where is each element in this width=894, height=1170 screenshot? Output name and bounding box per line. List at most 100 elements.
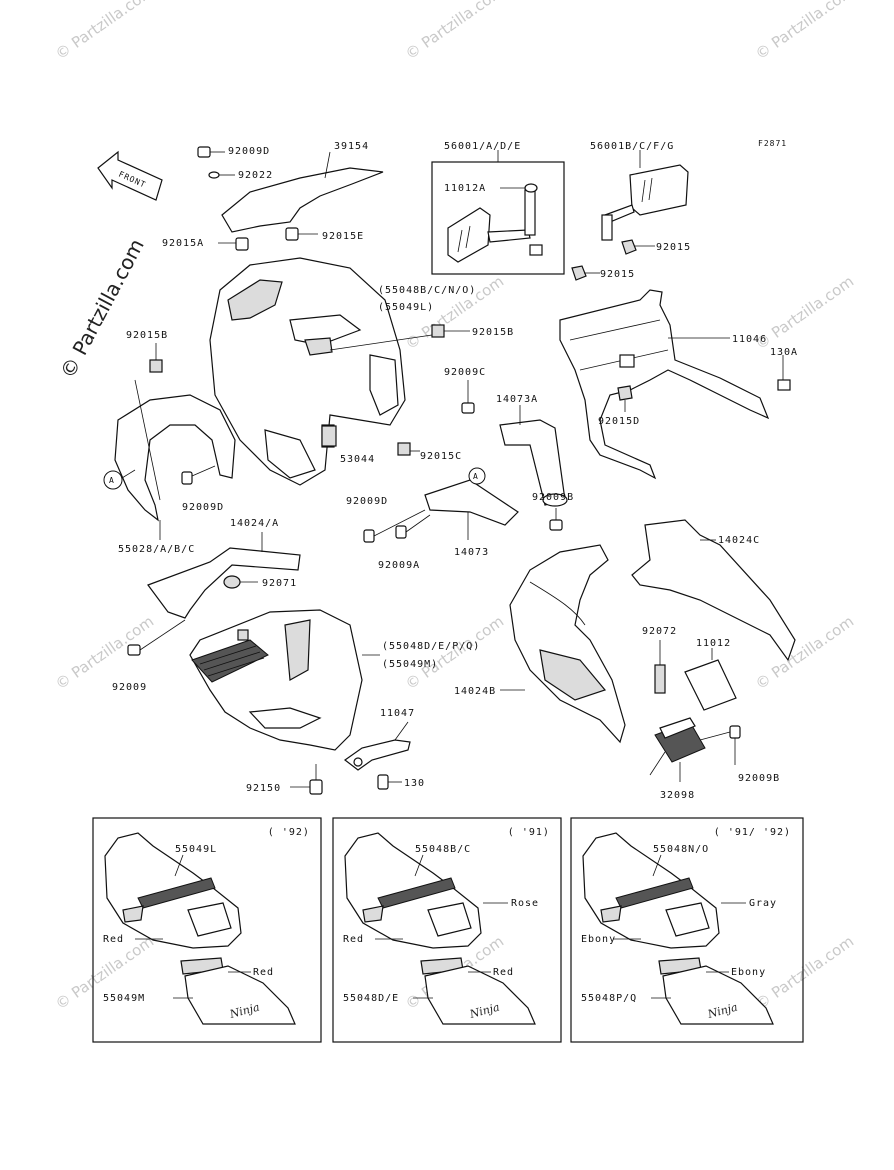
part-label: (55049M) (382, 659, 438, 670)
part-label: 92009A (378, 560, 420, 571)
part-label: 14073A (496, 394, 538, 405)
variant-year: ( '91/ '92) (714, 827, 791, 838)
air-duct: A (363, 467, 519, 543)
part-label: 92009D (182, 502, 224, 513)
part-label: 92009B (738, 773, 780, 784)
variant-lower-color: Red (493, 967, 514, 978)
fairing-vent (600, 905, 622, 923)
part-label: 130 (404, 778, 425, 789)
part-label: (55049L) (378, 302, 434, 313)
watermark: © Partzilla.com (752, 0, 857, 63)
fairing-stripe (137, 877, 216, 909)
part-label: 53044 (340, 454, 375, 465)
fairing-vent (122, 905, 144, 923)
fairing-stay (559, 289, 791, 480)
part-label: 92015B (472, 327, 514, 338)
part-label: (55048D/E/P/Q) (382, 641, 480, 652)
watermark: © Partzilla.com (752, 932, 857, 1013)
part-label: 11046 (732, 334, 767, 345)
part-label: 92015B (126, 330, 168, 341)
part-label: 14024C (718, 535, 760, 546)
fairing-panel (427, 902, 472, 937)
variant-box (92, 817, 322, 1043)
fairing-panel (665, 902, 710, 937)
variant-color-left: Red (103, 934, 124, 945)
fairing-stripe (377, 877, 456, 909)
part-label: 92071 (262, 578, 297, 589)
variant-box (570, 817, 804, 1043)
watermark-large: © Partzilla.com (55, 235, 149, 383)
variant-lower-part: 55048D/E (343, 993, 399, 1004)
lower-cowling (189, 609, 380, 751)
fairing-stripe (615, 877, 694, 909)
callout-a-right: A (473, 472, 479, 481)
inner-panel (500, 508, 626, 744)
side-cover-right (631, 519, 796, 662)
windshield-hardware (197, 146, 318, 251)
windshield (221, 167, 384, 233)
part-label: 92015E (322, 231, 364, 242)
part-label: 92009 (112, 682, 147, 693)
part-label: 56001B/C/F/G (590, 141, 674, 152)
watermark: © Partzilla.com (52, 0, 157, 63)
diagram-code: F2871 (758, 139, 787, 148)
lower-cowl-shape (662, 965, 774, 1025)
variant-color-right: Rose (511, 898, 539, 909)
part-label: 11012A (444, 183, 486, 194)
lower-cowl-shape (184, 965, 296, 1025)
lower-bracket (290, 721, 411, 795)
mirror-right (571, 164, 689, 281)
side-cover-small (127, 532, 301, 656)
inner-cover: A (103, 343, 236, 540)
part-label: 92072 (642, 626, 677, 637)
variant-upper-part: 55049L (175, 844, 217, 855)
variant-color-left: Red (343, 934, 364, 945)
fairing-vent (362, 905, 384, 923)
variant-color-right: Gray (749, 898, 777, 909)
part-label: 92015 (656, 242, 691, 253)
part-label: 92009C (444, 367, 486, 378)
part-label: 14024/A (230, 518, 279, 529)
mid-hardware (321, 380, 475, 456)
part-label: 32098 (660, 790, 695, 801)
part-label: 92015C (420, 451, 462, 462)
callout-a-left: A (109, 476, 115, 485)
part-label: 11047 (380, 708, 415, 719)
part-label: 11012 (696, 638, 731, 649)
watermark: © Partzilla.com (752, 272, 857, 353)
part-label: 130A (770, 347, 798, 358)
variant-lower-part: 55048P/Q (581, 993, 637, 1004)
part-label: 92009D (228, 146, 270, 157)
part-label: 14073 (454, 547, 489, 558)
part-label: 92015 (600, 269, 635, 280)
variant-upper-part: 55048B/C (415, 844, 471, 855)
upper-cowling (209, 257, 406, 486)
part-label: 92009B (532, 492, 574, 503)
variant-panel: Ninja( '91/ '92)55048N/OGrayEbonyEbony55… (570, 817, 804, 1043)
mirror-left (447, 183, 543, 263)
variant-box (332, 817, 562, 1043)
lower-cowl-shape (424, 965, 536, 1025)
front-arrow: FRONT (97, 150, 163, 201)
fairing-panel (187, 902, 232, 937)
part-label: 92022 (238, 170, 273, 181)
watermark: © Partzilla.com (402, 0, 507, 63)
variant-lower-color: Ebony (731, 967, 766, 978)
air-duct-a (499, 405, 568, 507)
part-label: 92015A (162, 238, 204, 249)
part-label: 14024B (454, 686, 496, 697)
small-parts-right (649, 640, 741, 782)
variant-lower-part: 55049M (103, 993, 145, 1004)
part-label: 92015D (598, 416, 640, 427)
variant-upper-part: 55048N/O (653, 844, 709, 855)
part-label: 92150 (246, 783, 281, 794)
part-label: 92009D (346, 496, 388, 507)
variant-year: ( '92) (268, 827, 310, 838)
part-label: 55028/A/B/C (118, 544, 195, 555)
part-label: 56001/A/D/E (444, 141, 521, 152)
part-label: (55048B/C/N/O) (378, 285, 476, 296)
